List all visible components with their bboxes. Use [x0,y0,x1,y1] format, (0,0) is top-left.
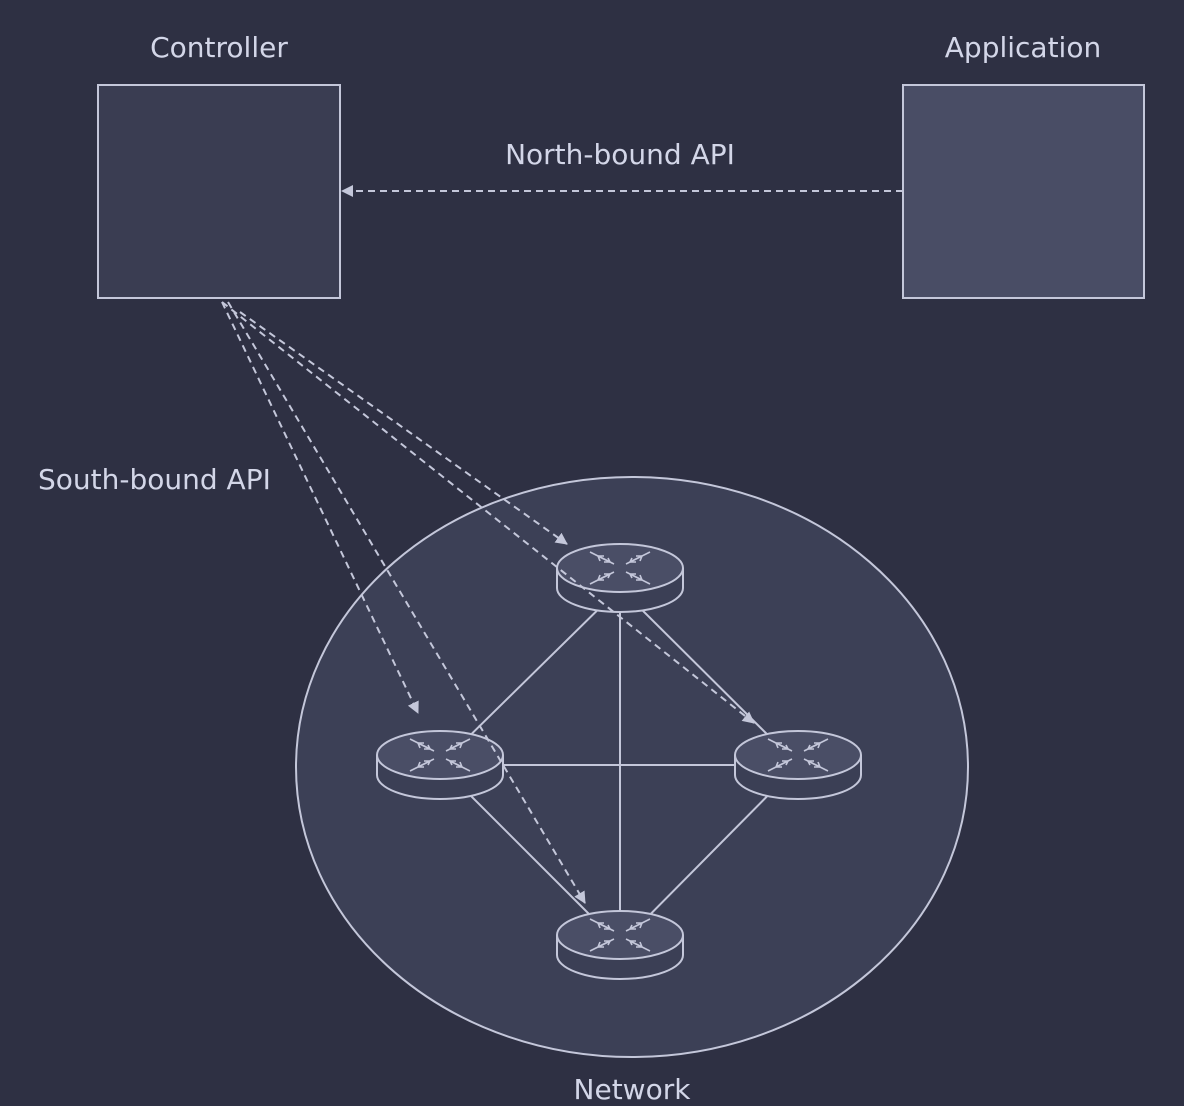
router-icon [376,730,504,800]
controller-label: Controller [150,31,288,64]
network-label: Network [574,1073,692,1106]
northbound-api-label: North-bound API [505,138,735,171]
southbound-api-arrow [227,301,586,904]
router-icon [556,543,684,613]
router-icon [734,730,862,800]
southbound-api-arrow [221,301,419,714]
application-label: Application [945,31,1101,64]
southbound-api-label: South-bound API [38,463,271,496]
southbound-api-arrow [239,311,568,545]
network-cloud [295,476,969,1058]
controller-box [97,84,341,299]
application-box [902,84,1145,299]
southbound-api-arrow [221,301,755,724]
router-icon [556,910,684,980]
